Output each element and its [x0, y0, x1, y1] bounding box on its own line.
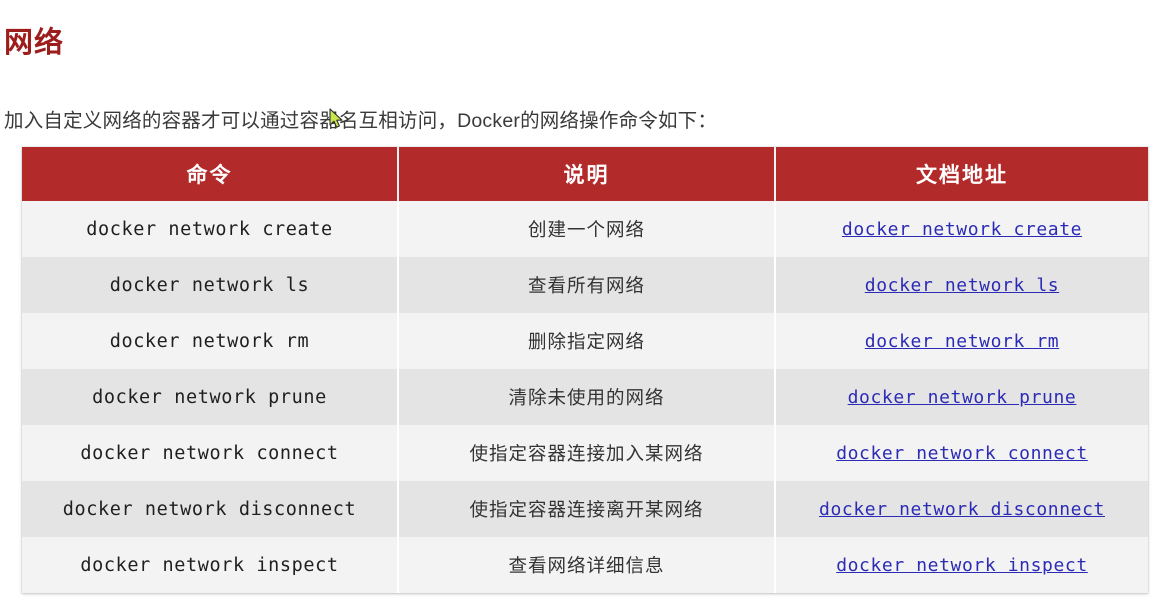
doc-link[interactable]: docker network create [841, 219, 1083, 240]
cell-doc-link: docker network connect [775, 425, 1148, 481]
cell-description: 使指定容器连接加入某网络 [398, 425, 776, 481]
doc-link[interactable]: docker network connect [836, 443, 1088, 464]
cell-description: 清除未使用的网络 [398, 369, 776, 425]
cell-command: docker network disconnect [22, 481, 399, 537]
cell-command: docker network rm [22, 313, 399, 369]
doc-link[interactable]: docker network rm [864, 331, 1060, 352]
doc-link[interactable]: docker network prune [847, 387, 1077, 408]
column-header-description: 说明 [398, 147, 776, 201]
cell-command: docker network connect [22, 425, 399, 481]
cell-description: 删除指定网络 [398, 313, 776, 369]
cell-description: 使指定容器连接离开某网络 [398, 481, 776, 537]
cell-command: docker network ls [22, 257, 399, 313]
page-title: 网络 [4, 27, 65, 60]
cell-description: 创建一个网络 [398, 201, 776, 257]
cell-command: docker network prune [22, 369, 399, 425]
doc-link[interactable]: docker network disconnect [819, 499, 1105, 520]
column-header-command: 命令 [22, 147, 399, 201]
intro-paragraph: 加入自定义网络的容器才可以通过容器名互相访问，Docker的网络操作命令如下： [4, 109, 718, 132]
table-header-row: 命令 说明 文档地址 [22, 147, 1148, 201]
cell-doc-link: docker network create [775, 201, 1148, 257]
cell-doc-link: docker network inspect [775, 537, 1148, 593]
cell-doc-link: docker network rm [775, 313, 1148, 369]
cell-description: 查看网络详细信息 [398, 537, 776, 593]
column-header-doc-url: 文档地址 [775, 147, 1148, 201]
cell-command: docker network inspect [22, 537, 399, 593]
cell-doc-link: docker network ls [775, 257, 1148, 313]
doc-link[interactable]: docker network inspect [836, 555, 1088, 576]
cell-command: docker network create [22, 201, 399, 257]
cell-description: 查看所有网络 [398, 257, 776, 313]
table-header: 命令 说明 文档地址 [22, 147, 1148, 201]
doc-link[interactable]: docker network ls [864, 275, 1060, 296]
cell-doc-link: docker network disconnect [775, 481, 1148, 537]
cell-doc-link: docker network prune [775, 369, 1148, 425]
